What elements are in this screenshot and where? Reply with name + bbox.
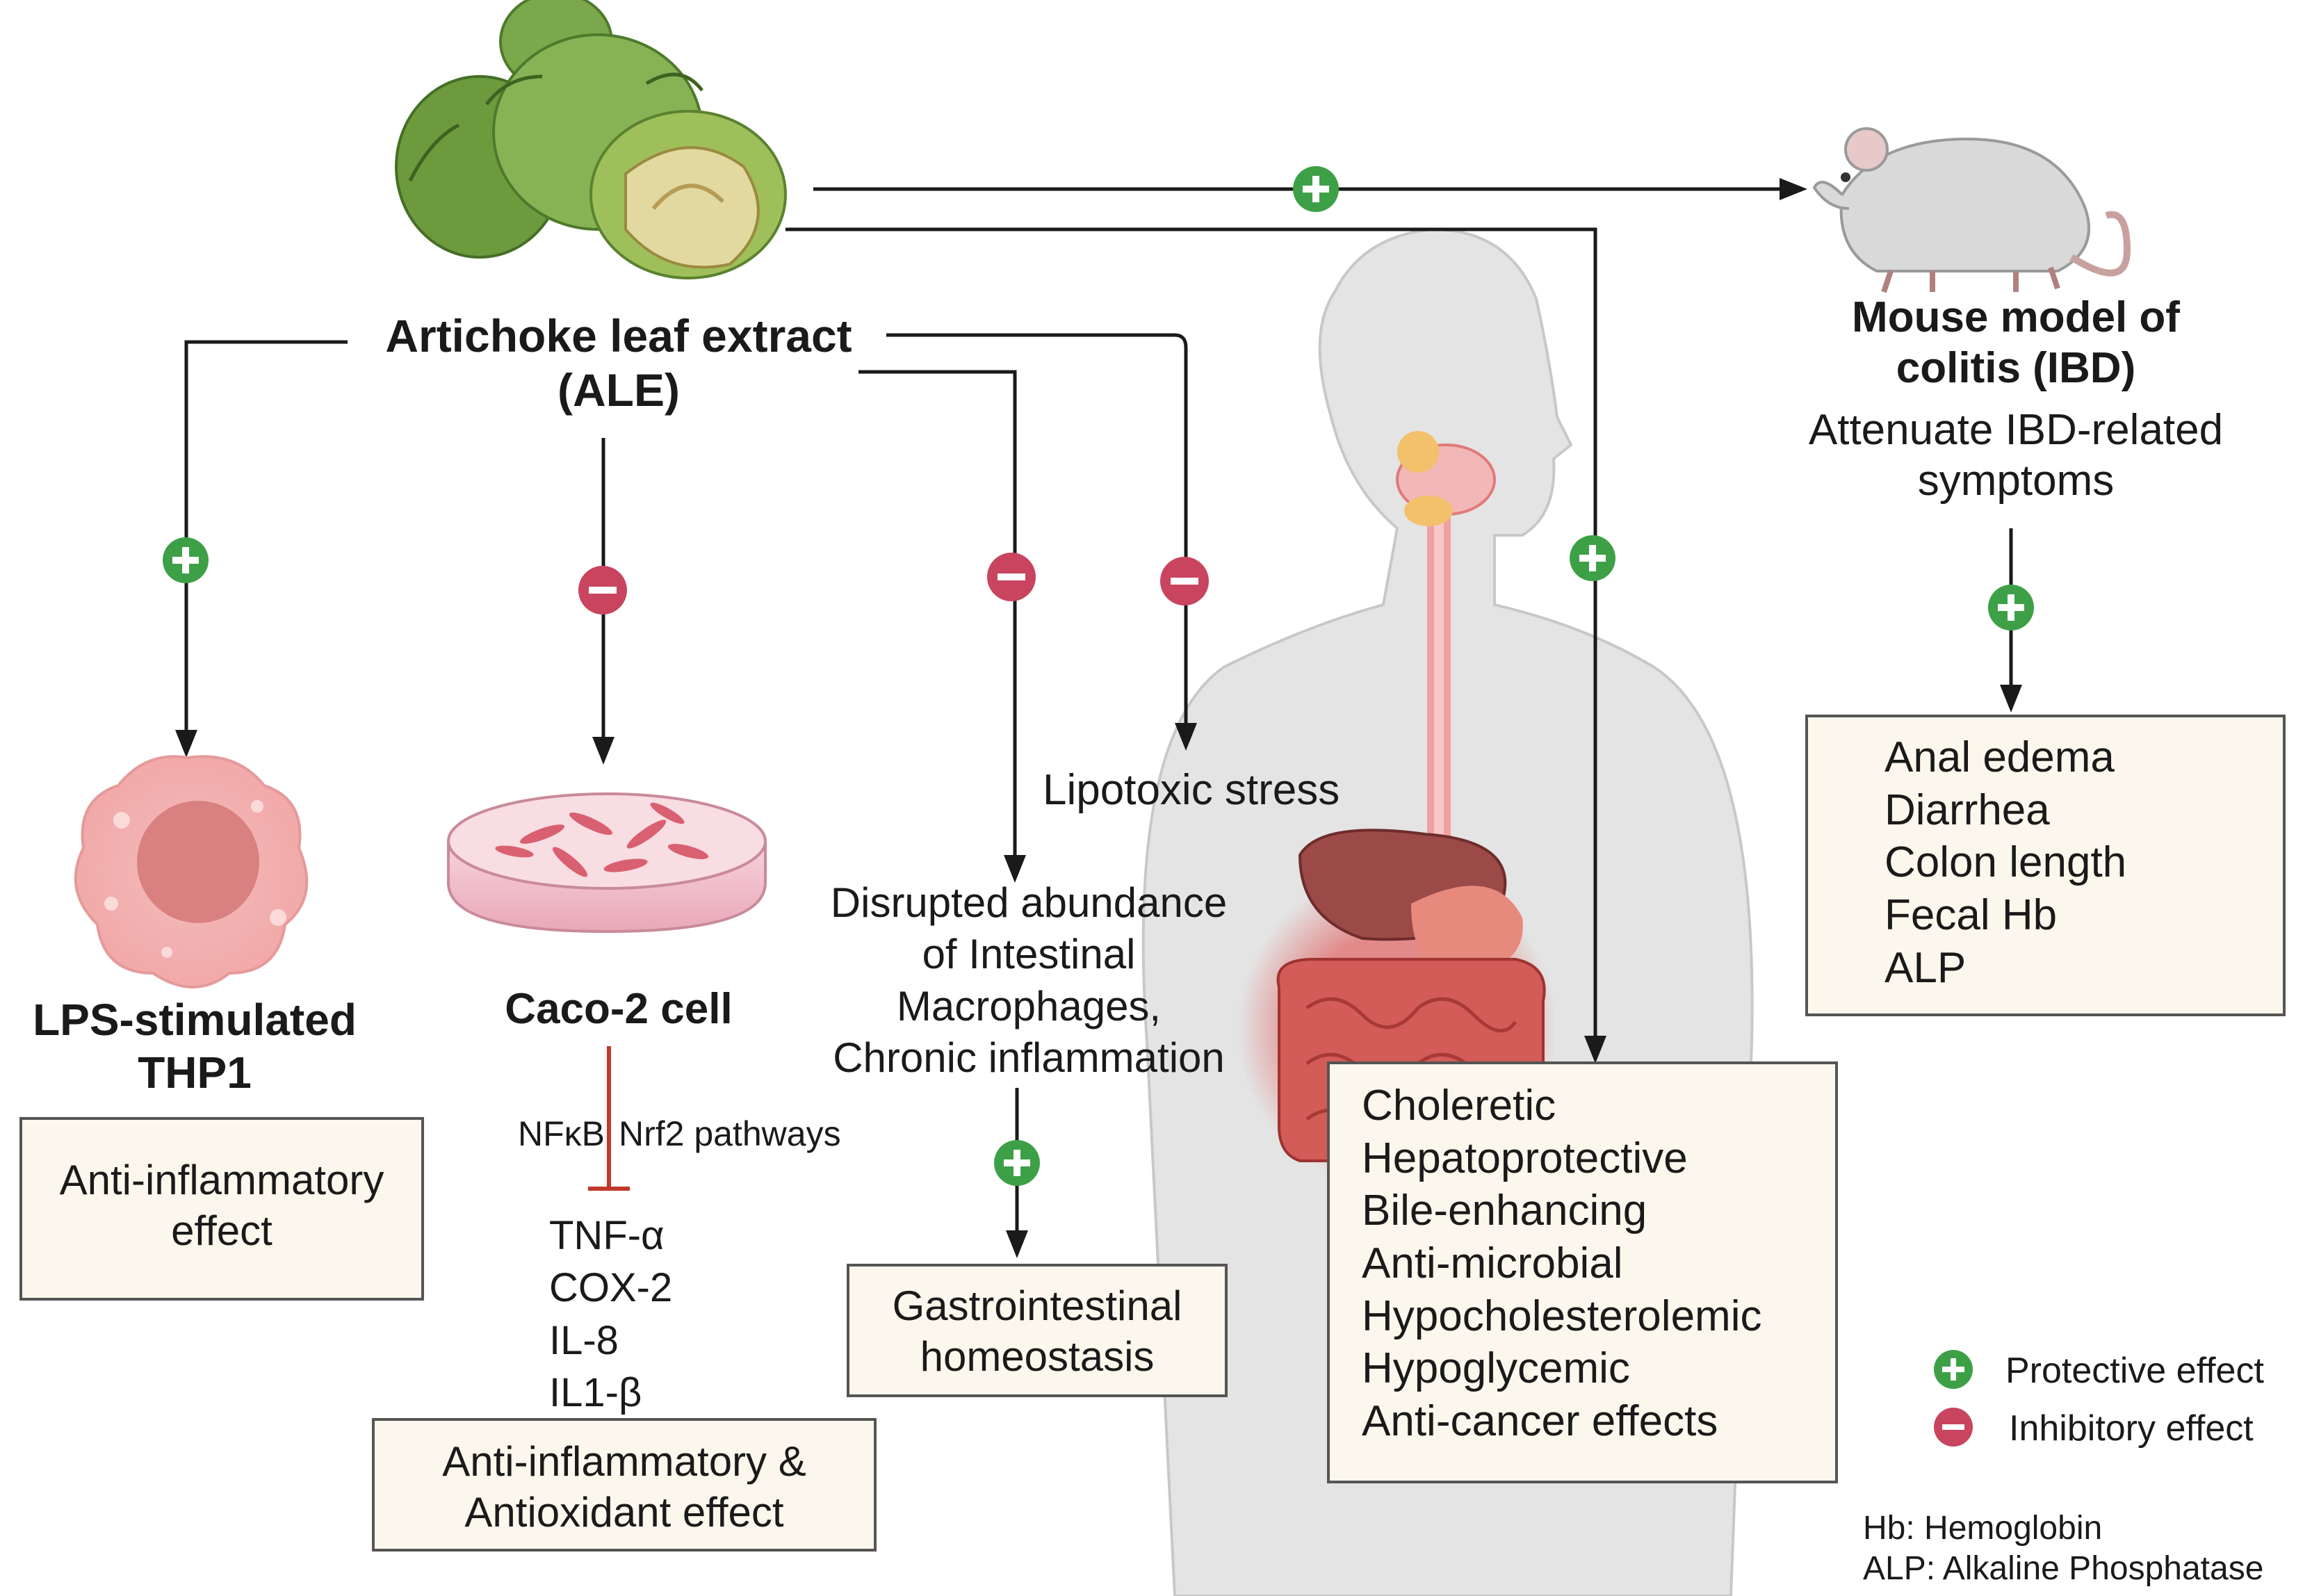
caco2-effect-line2: Antioxidant effect [464,1489,784,1536]
arrow-ale-to-human [785,227,1597,1036]
plus-circle-icon [163,537,209,583]
plus-circle-icon [1988,585,2034,630]
plus-circle-icon [994,1140,1040,1186]
legend-inhibitory-label: Inhibitory effect [2009,1408,2254,1449]
minus-circle-icon [1160,557,1209,605]
arrowhead-caco2 [592,737,614,765]
arrowhead-thp1 [175,730,197,758]
cytokine-list: TNF-α COX-2 IL-8 IL1-β [549,1210,702,1419]
arrowhead-homeostasis [1006,1230,1028,1258]
ale-title: Artichoke leaf extract (ALE) [385,310,852,416]
minus-circle-icon [1934,1408,1973,1447]
effect-item: Hypocholesterolemic [1362,1292,1762,1340]
arrowhead-symptoms [2000,685,2022,712]
plus-circle-icon [1934,1350,1973,1389]
effect-item: Anti-cancer effects [1362,1396,1718,1445]
caco2-title: Caco-2 cell [505,985,733,1033]
arrow-ale-to-lipotoxic [886,333,1188,723]
arrowhead-macrophages [1004,855,1026,883]
caco2-effect-line1: Anti-inflammatory & [442,1438,806,1485]
thp1-effect-box: Anti-inflammatory effect [19,1117,424,1301]
homeostasis-line2: homeostasis [920,1333,1155,1381]
cytokine-item: COX-2 [549,1265,673,1311]
arrowhead-mouse [1780,178,1807,200]
abbrev-alp: ALP: Alkaline Phosphatase [1863,1549,2264,1587]
abbreviations: Hb: Hemoglobin ALP: Alkaline Phosphatase [1863,1508,2263,1588]
thp1-effect-line2: effect [171,1207,272,1255]
arrow-ale-to-macrophages [858,370,1017,855]
symptom-item: Anal edema [1884,733,2115,781]
plus-circle-icon [1570,535,1615,581]
artichoke-illustration [395,0,787,279]
human-effects-box: Choleretic Hepatoprotective Bile-enhanci… [1327,1061,1838,1483]
legend-protective-label: Protective effect [2005,1351,2264,1391]
plus-circle-icon [1293,166,1339,212]
mouse-subtitle: Attenuate IBD-related symptoms [1808,406,2224,505]
arrow-ale-to-thp1 [184,340,348,730]
cytokine-item: IL-8 [549,1317,619,1363]
effect-item: Hepatoprotective [1362,1134,1688,1182]
arrowhead-human [1584,1036,1606,1064]
effect-item: Choleretic [1362,1082,1556,1130]
inhibition-line [588,1046,630,1191]
effect-item: Bile-enhancing [1362,1187,1647,1235]
macrophage-text: Disrupted abundance of Intestinal Macrop… [830,879,1228,1082]
homeostasis-line1: Gastrointestinal [892,1282,1182,1329]
caco2-effect-box: Anti-inflammatory & Antioxidant effect [372,1418,877,1552]
minus-circle-icon [578,566,627,614]
pathway-left-label: NFκB [518,1114,605,1153]
thp1-title: LPS-stimulated THP1 [33,995,357,1098]
minus-circle-icon [987,553,1036,601]
pathway-right-label: Nrf2 pathways [619,1114,841,1153]
lipotoxic-stress-label: Lipotoxic stress [1043,766,1340,814]
arrowhead-lipotoxic [1175,723,1197,751]
effect-item: Anti-microbial [1362,1239,1623,1287]
cytokine-item: TNF-α [549,1213,665,1258]
cytokine-item: IL1-β [549,1370,642,1416]
mouse-illustration [1812,127,2131,293]
abbrev-hb: Hb: Hemoglobin [1863,1510,2103,1547]
symptom-item: Diarrhea [1884,785,2050,834]
symptom-item: Fecal Hb [1884,890,2058,939]
effect-item: Hypoglycemic [1362,1344,1630,1393]
mouse-symptoms-box: Anal edema Diarrhea Colon length Fecal H… [1805,715,2286,1016]
thp1-effect-line1: Anti-inflammatory [59,1157,384,1203]
symptom-item: ALP [1884,943,1967,992]
symptom-item: Colon length [1884,838,2127,887]
petri-dish-illustration [447,792,767,934]
thp1-cell-illustration [74,755,309,988]
homeostasis-box: Gastrointestinal homeostasis [847,1264,1228,1397]
mouse-title: Mouse model of colitis (IBD) [1852,293,2180,393]
